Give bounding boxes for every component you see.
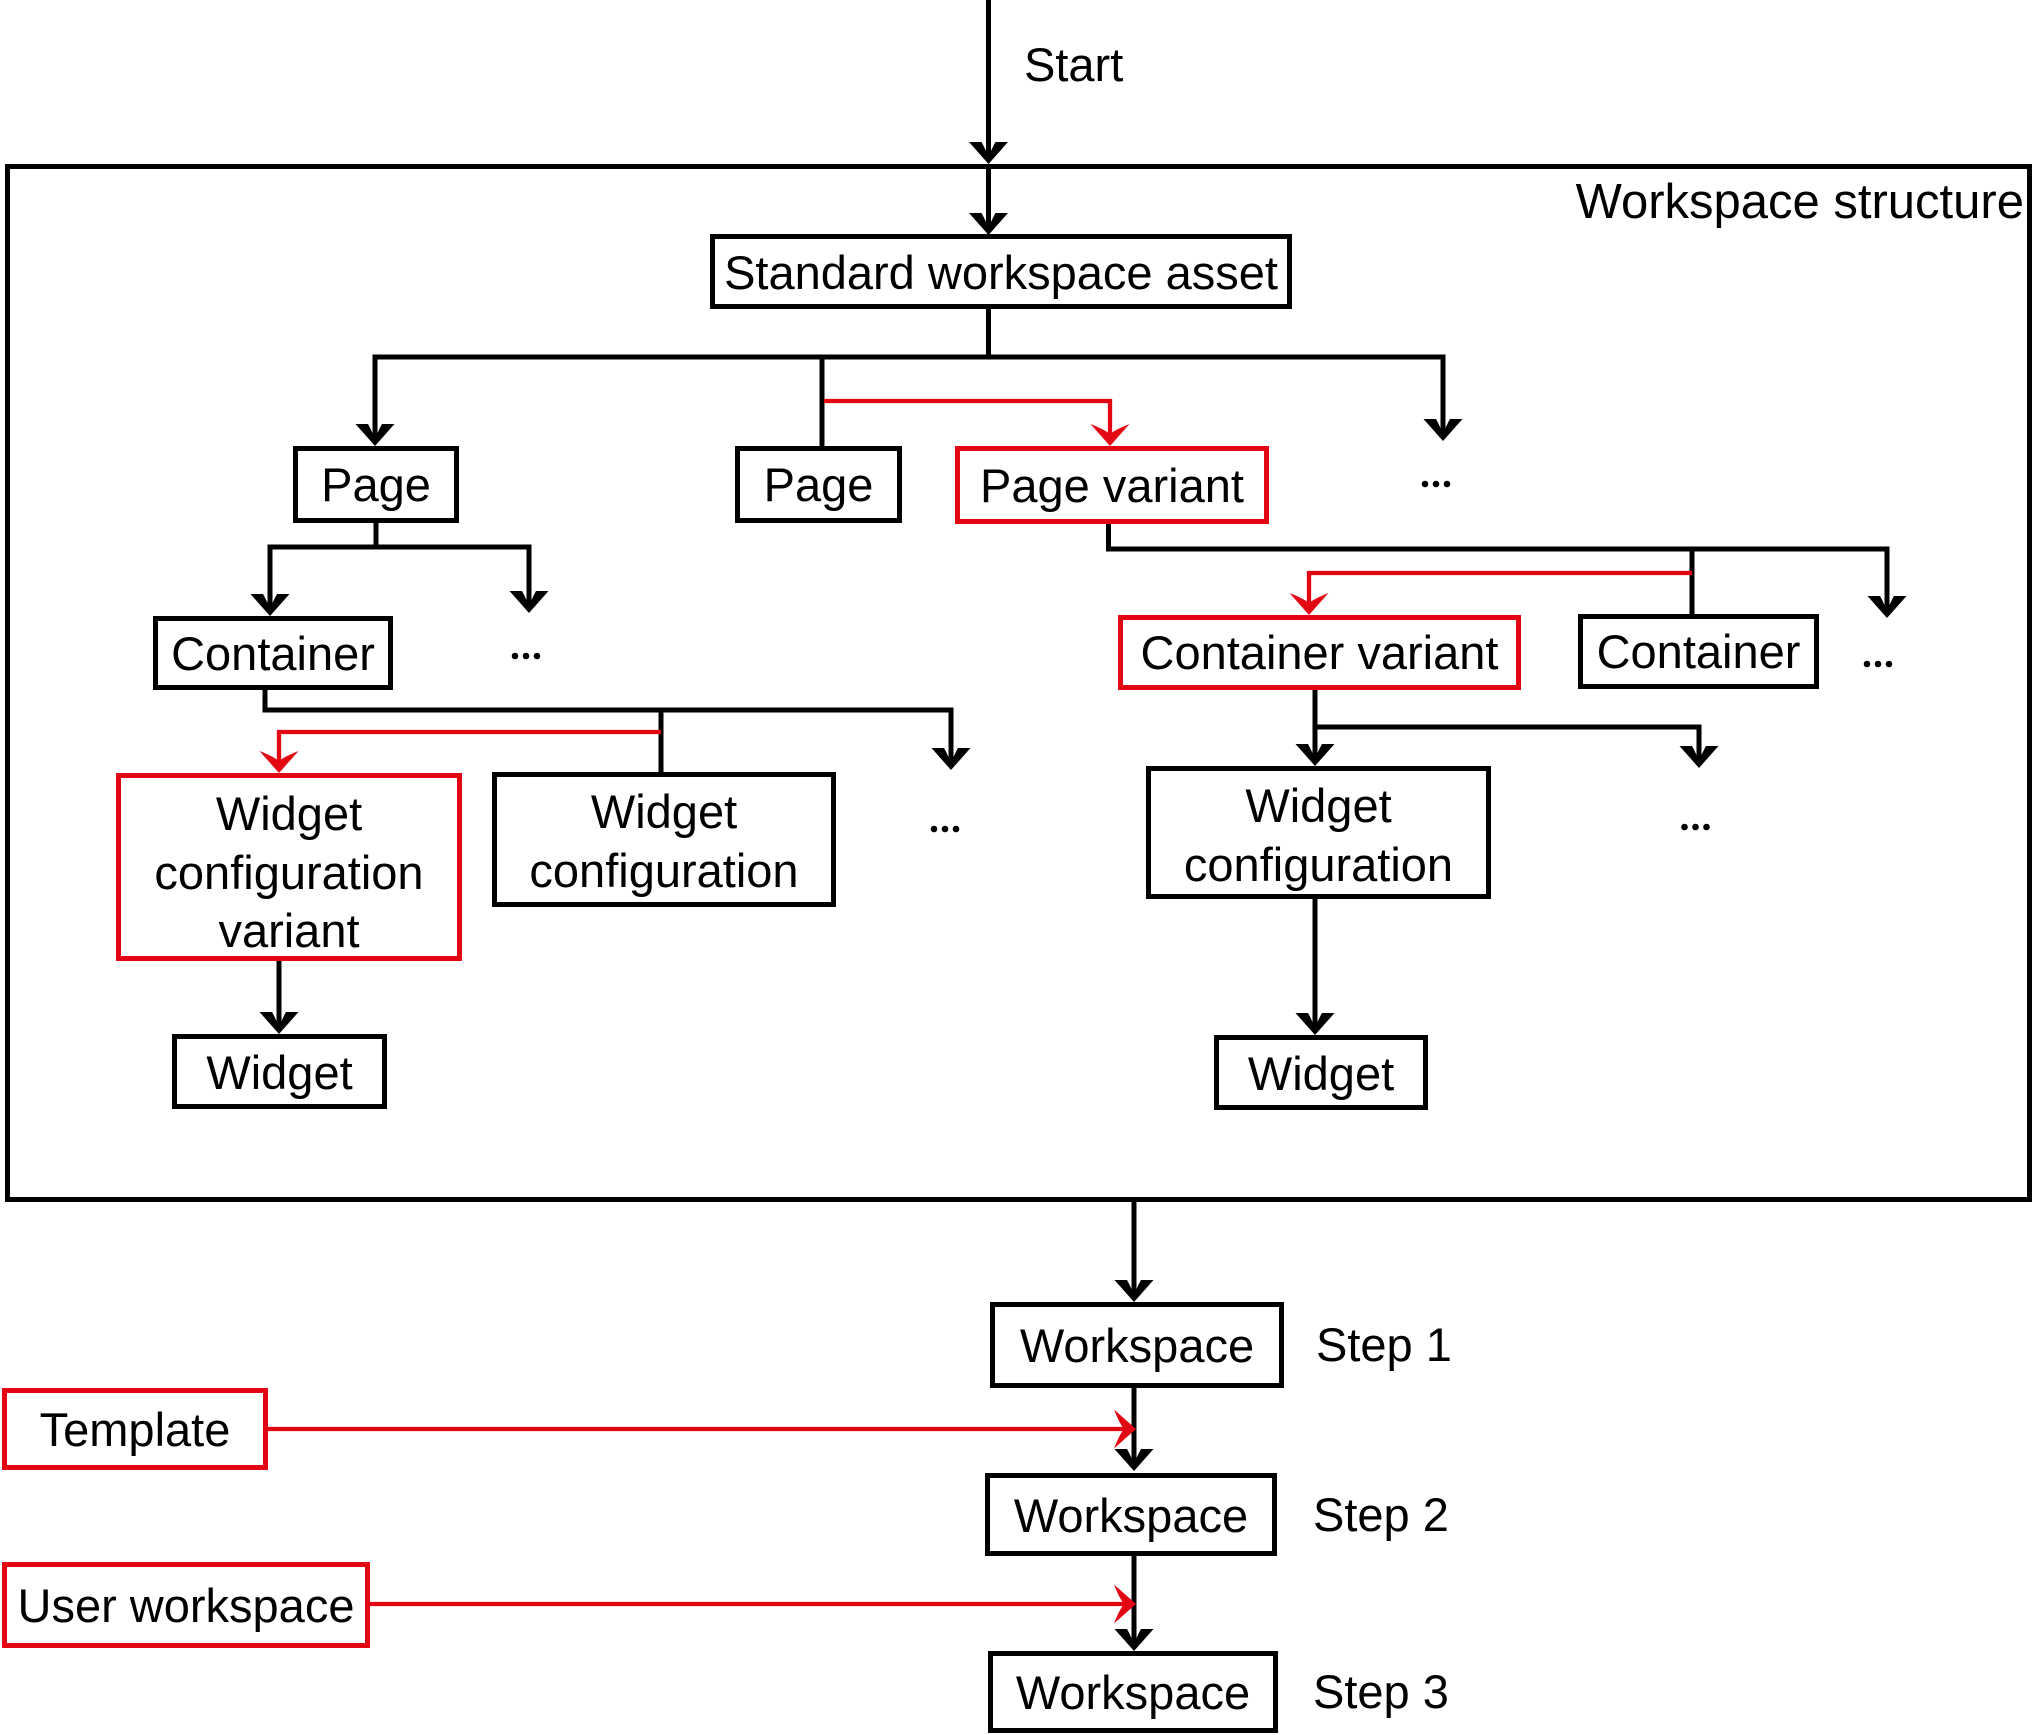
svg-text:Workspace: Workspace [1020, 1319, 1254, 1372]
svg-text:Step 2: Step 2 [1313, 1488, 1449, 1541]
svg-text:Widget: Widget [591, 785, 737, 838]
svg-text:Widget: Widget [1245, 779, 1391, 832]
svg-text:Workspace structure: Workspace structure [1576, 175, 2024, 229]
svg-text:Container variant: Container variant [1141, 626, 1499, 679]
svg-text:Workspace: Workspace [1016, 1666, 1250, 1719]
svg-text:Container: Container [1597, 625, 1801, 678]
svg-text:Page: Page [764, 458, 874, 511]
svg-text:variant: variant [218, 904, 359, 957]
svg-text:Start: Start [1024, 38, 1123, 91]
svg-text:configuration: configuration [1184, 838, 1453, 891]
svg-text:Page: Page [321, 458, 431, 511]
svg-text:Step 1: Step 1 [1316, 1318, 1452, 1371]
svg-text:configuration: configuration [529, 844, 798, 897]
svg-text:Page variant: Page variant [980, 459, 1244, 512]
svg-text:Widget: Widget [206, 1046, 352, 1099]
svg-text:Widget: Widget [1248, 1047, 1394, 1100]
svg-text:Standard workspace asset: Standard workspace asset [724, 246, 1278, 299]
svg-text:Container: Container [171, 627, 375, 680]
svg-text:Step 3: Step 3 [1313, 1665, 1449, 1718]
svg-text:Template: Template [40, 1403, 231, 1456]
svg-text:Workspace: Workspace [1014, 1489, 1248, 1542]
svg-text:Widget: Widget [216, 787, 362, 840]
svg-text:User workspace: User workspace [18, 1579, 355, 1632]
svg-text:configuration: configuration [154, 846, 423, 899]
